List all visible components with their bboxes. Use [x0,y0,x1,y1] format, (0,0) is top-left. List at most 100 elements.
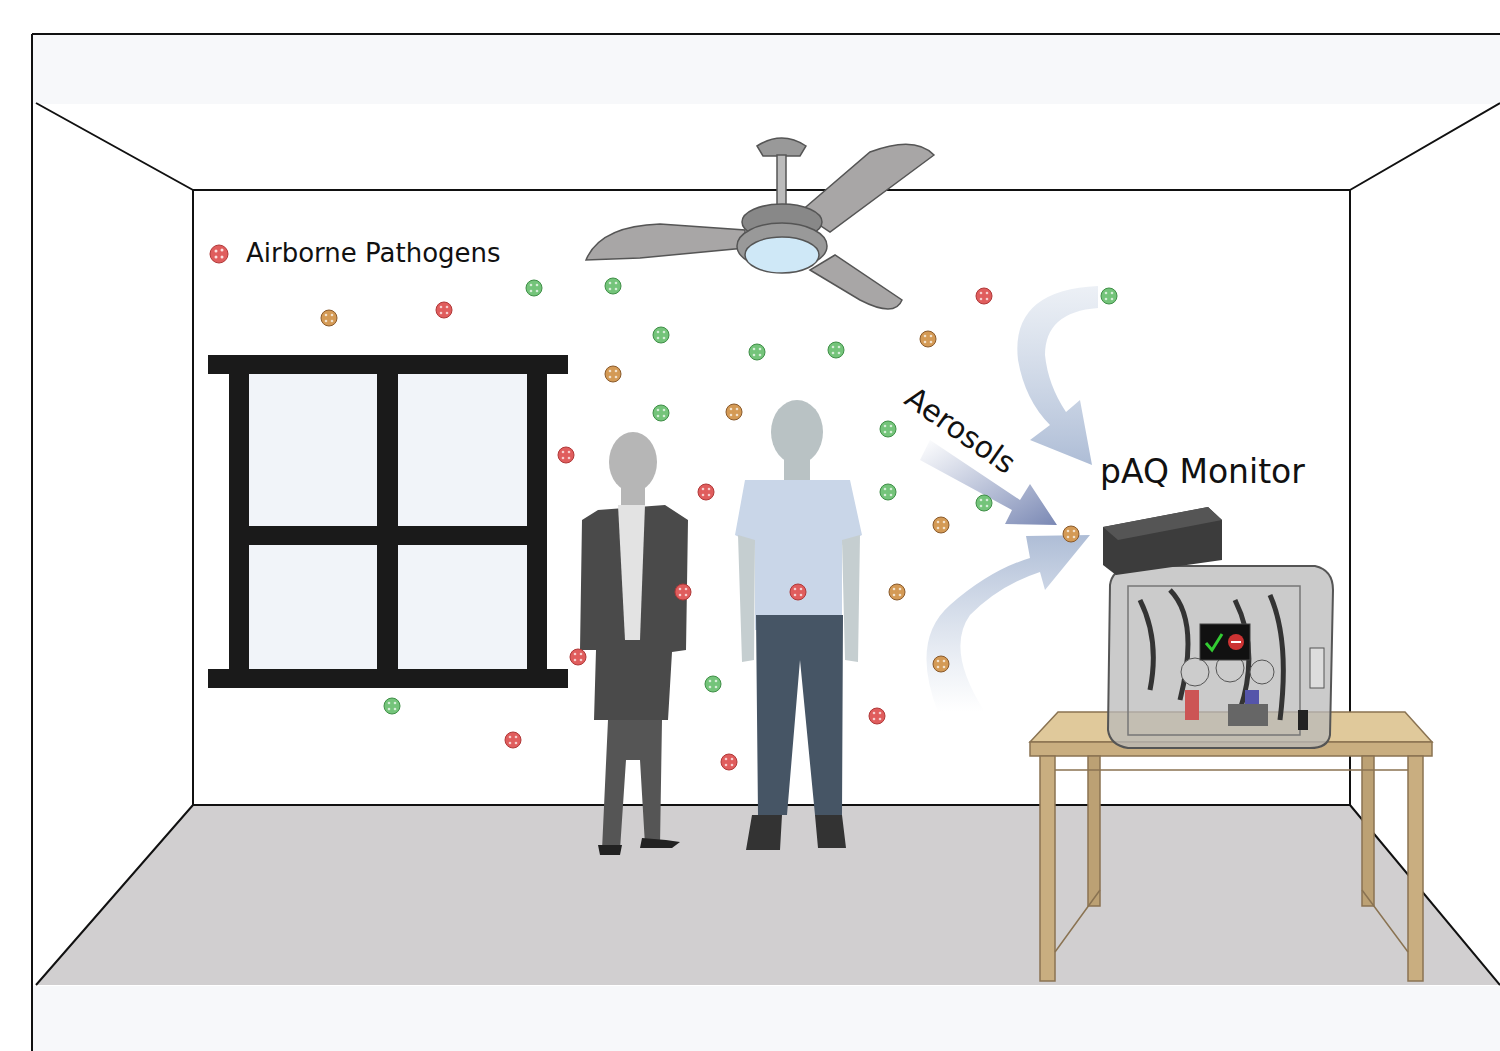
pathogen-spot [890,488,893,491]
pathogen-dot [920,331,936,347]
pathogen-dot [384,698,400,714]
pathogen-dot [749,344,765,360]
pathogen-spot [530,284,533,287]
pathogen-dot [790,584,806,600]
pathogen-spot [657,331,660,334]
pathogen-spot [794,588,797,591]
pathogen-spot [838,352,841,355]
pathogen-spot [753,348,756,351]
pathogen-spot [440,306,443,309]
pathogen-spot [615,370,618,373]
pathogen-spot [736,414,739,417]
pathogen-dot [721,754,737,770]
legend-text: Airborne Pathogens [246,240,501,266]
pathogen-spot [702,494,705,497]
pathogen-spot [446,306,449,309]
pathogen-dot [1063,526,1079,542]
pathogen-spot [930,335,933,338]
pathogen-spot [679,588,682,591]
pathogen-spot [759,348,762,351]
pathogen-spot [1067,530,1070,533]
pathogen-dot [880,484,896,500]
pathogen-spot [943,527,946,530]
aerosol-arrows [920,286,1098,712]
pathogen-dot [828,342,844,358]
pathogen-spot [562,451,565,454]
window [208,355,568,688]
pathogen-dot [605,366,621,382]
pathogen-spot [1105,292,1108,295]
pathogen-spot [530,290,533,293]
pathogen-spot [685,594,688,597]
pathogen-spot [440,312,443,315]
pathogen-spot [615,288,618,291]
pathogen-spot [574,653,577,656]
pathogen-spot [515,736,518,739]
pathogen-spot [893,594,896,597]
pathogen-spot [325,320,328,323]
pathogen-dot [605,278,621,294]
pathogen-spot [568,457,571,460]
pathogen-dot [976,495,992,511]
floor [36,805,1500,985]
pathogen-spot [715,686,718,689]
pathogen-spot [536,284,539,287]
pathogen-spot [515,742,518,745]
pathogen-spot [943,660,946,663]
pathogen-spot [609,288,612,291]
pathogen-spot [1067,536,1070,539]
pathogen-spot [609,282,612,285]
monitor-label: pAQ Monitor [1100,455,1305,488]
pathogen-spot [873,712,876,715]
pathogen-dot [933,517,949,533]
ceiling-fan [586,138,934,309]
pathogen-spot [615,376,618,379]
pathogen-spot [580,653,583,656]
pathogen-spot [609,376,612,379]
pathogen-spot [800,588,803,591]
pathogen-dot [570,649,586,665]
pathogen-spot [980,298,983,301]
pathogen-spot [609,370,612,373]
table [1030,712,1432,981]
pathogen-spot [879,718,882,721]
pathogen-dot [726,404,742,420]
pathogen-spot [986,298,989,301]
pathogen-dot [869,708,885,724]
pathogen-dot [653,405,669,421]
pathogen-spot [331,320,334,323]
pathogen-spot [753,354,756,357]
pathogen-dot [321,310,337,326]
pathogen-dots [321,278,1117,770]
pathogen-spot [924,335,927,338]
pathogen-spot [759,354,762,357]
pathogen-spot [388,708,391,711]
pathogen-spot [325,314,328,317]
pathogen-spot [394,708,397,711]
pathogen-dot [933,656,949,672]
pathogen-spot [890,494,893,497]
pathogen-spot [1111,298,1114,301]
pathogen-dot [675,584,691,600]
pathogen-spot [890,425,893,428]
pathogen-spot [930,341,933,344]
pathogen-spot [884,425,887,428]
pathogen-spot [730,408,733,411]
pathogen-spot [986,499,989,502]
pathogen-spot [937,521,940,524]
pathogen-spot [873,718,876,721]
pathogen-spot [884,494,887,497]
pathogen-spot [1111,292,1114,295]
pathogen-spot [1073,536,1076,539]
pAQ-monitor-device [1103,507,1333,748]
person-woman [580,432,688,855]
pathogen-dot [976,288,992,304]
pathogen-spot [536,290,539,293]
pathogen-spot [657,337,660,340]
pathogen-spot [708,488,711,491]
pathogen-spot [702,488,705,491]
pathogen-spot [980,499,983,502]
pathogen-spot [663,409,666,412]
